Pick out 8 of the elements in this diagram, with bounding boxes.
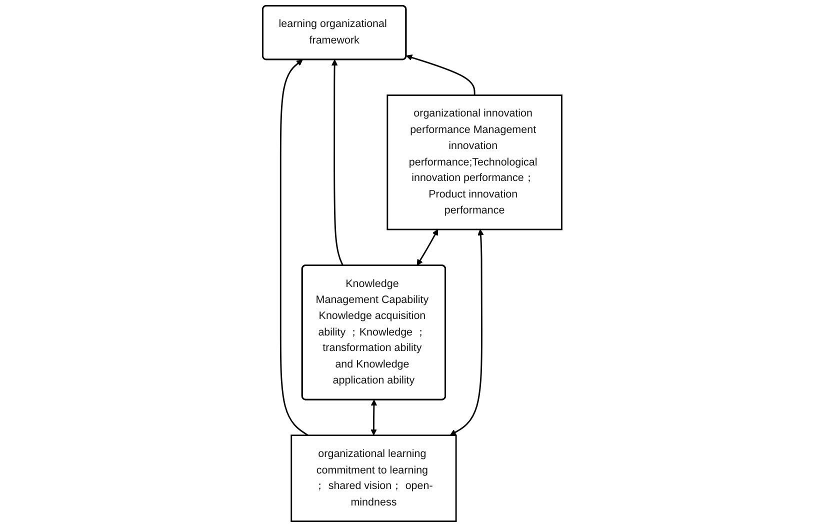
arrow: [331, 60, 344, 266]
arrow: [406, 54, 476, 96]
node-box: organizational innovation performance Management innovation performance;Technological innovation performance； Product innovation performance: [386, 94, 562, 230]
node-box: organizational learning commitment to learning ； shared vision； open-mindness: [290, 434, 457, 522]
arrow: [416, 229, 438, 266]
arrow: [370, 400, 377, 436]
arrow: [450, 229, 484, 436]
arrow: [280, 60, 308, 436]
